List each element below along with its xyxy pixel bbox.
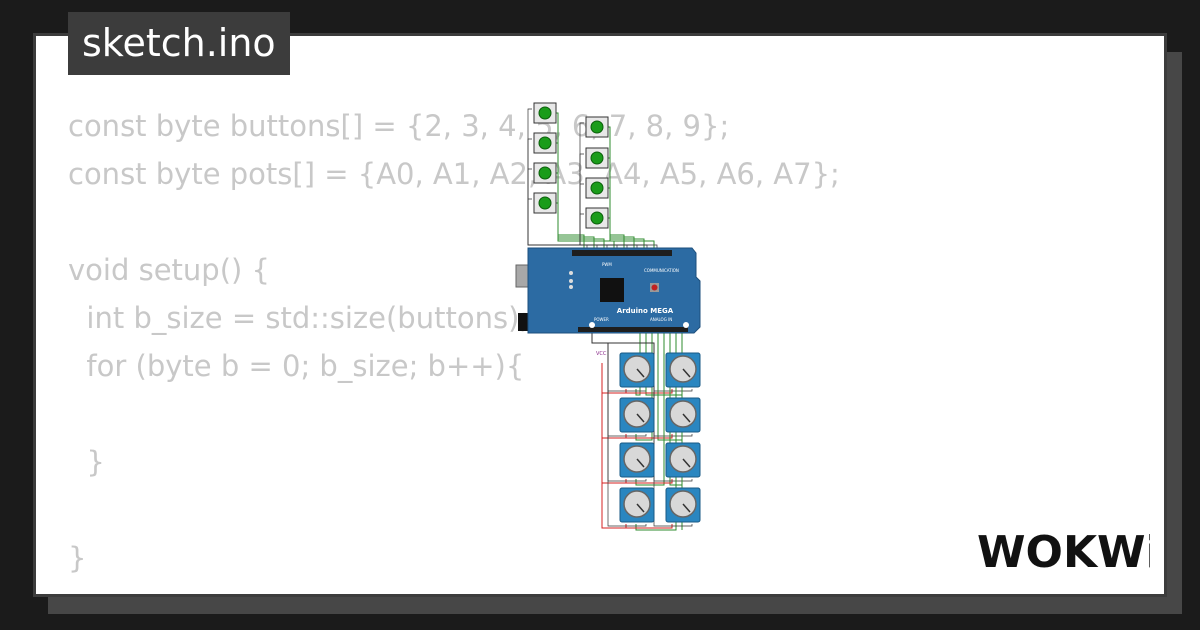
pushbutton-cap	[538, 196, 552, 210]
potentiometer-indicator	[636, 458, 645, 468]
potentiometer-indicator	[682, 368, 691, 378]
code-line: }	[68, 541, 87, 575]
code-line	[68, 486, 868, 534]
pushbutton-cap	[590, 181, 604, 195]
code-line	[68, 198, 868, 246]
code-line: const byte buttons[] = {2, 3, 4, 5, 6, 7…	[68, 109, 730, 143]
pushbutton-cap	[538, 106, 552, 120]
potentiometer-indicator	[636, 503, 645, 513]
pot-signal-wire	[635, 332, 665, 486]
code-line	[68, 390, 868, 438]
led-indicator	[569, 285, 573, 289]
analog-header	[578, 327, 688, 332]
wokwi-logo-text: WOKWi	[977, 527, 1150, 577]
button-wire	[602, 217, 655, 251]
pot-ground-wire	[591, 332, 693, 527]
reset-button-cap	[651, 284, 658, 291]
arduino-mega-board: PWM COMMUNICATION Arduino MEGA POWER ANA…	[515, 247, 701, 334]
digital-header	[572, 250, 672, 256]
potentiometer-indicator	[682, 458, 691, 468]
potentiometer-indicator	[636, 413, 645, 423]
pushbutton-cap	[538, 136, 552, 150]
code-line: int b_size = std::size(buttons);	[68, 301, 530, 335]
vcc-label: VCC	[596, 351, 607, 357]
file-title: sketch.ino	[68, 12, 290, 75]
code-line: for (byte b = 0; b_size; b++){	[68, 349, 525, 383]
wokwi-logo: WOKWi	[977, 527, 1150, 577]
circuit-diagram: PWM COMMUNICATION Arduino MEGA POWER ANA…	[515, 102, 701, 531]
microcontroller-chip	[600, 278, 624, 302]
potentiometer-indicator	[636, 368, 645, 378]
board-name-label: Arduino MEGA	[617, 307, 674, 315]
code-line: }	[68, 445, 105, 479]
communication-label: COMMUNICATION	[644, 268, 679, 273]
ground-wire	[527, 198, 618, 251]
potentiometers	[619, 352, 701, 523]
ground-wire	[579, 213, 658, 251]
power-label: POWER	[594, 317, 609, 322]
pushbutton-cap	[538, 166, 552, 180]
pwm-label: PWM	[602, 262, 612, 267]
pushbutton-cap	[590, 151, 604, 165]
mounting-hole	[589, 322, 595, 328]
led-indicator	[569, 271, 573, 275]
pushbutton-cap	[590, 120, 604, 134]
potentiometer-indicator	[682, 503, 691, 513]
code-line: void setup() {	[68, 253, 270, 287]
ground-wire	[579, 153, 638, 251]
analog-in-label: ANALOG IN	[650, 317, 672, 322]
code-preview: const byte buttons[] = {2, 3, 4, 5, 6, 7…	[68, 102, 868, 582]
pushbuttons	[533, 102, 609, 229]
led-indicator	[569, 279, 573, 283]
code-line: const byte pots[] = {A0, A1, A2, A3, A4,…	[68, 157, 840, 191]
pushbutton-cap	[590, 211, 604, 225]
potentiometer-indicator	[682, 413, 691, 423]
mounting-hole	[683, 322, 689, 328]
button-wire	[602, 157, 635, 251]
